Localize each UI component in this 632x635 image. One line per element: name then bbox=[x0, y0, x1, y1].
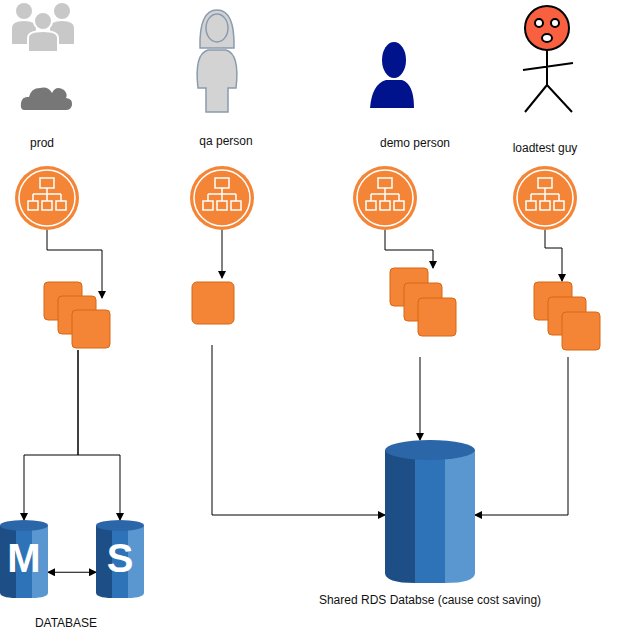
load-balancer-icon bbox=[15, 166, 79, 230]
user-column: qa person bbox=[172, 0, 272, 345]
load-balancer-icon bbox=[190, 166, 254, 230]
user-label: loadtest guy bbox=[511, 141, 580, 156]
load-balancer-icon bbox=[353, 166, 417, 230]
user-label: demo person bbox=[378, 136, 452, 151]
user-column: loadtest guy bbox=[495, 0, 621, 357]
user-label: prod bbox=[28, 136, 56, 151]
female-user-icon bbox=[197, 10, 237, 112]
connector-arrow bbox=[48, 572, 96, 573]
group-label: DATABASE bbox=[35, 616, 97, 631]
lb-arrow bbox=[47, 230, 562, 298]
instance-single bbox=[192, 282, 234, 324]
database-node: M bbox=[0, 520, 48, 598]
connector-arrow bbox=[475, 357, 568, 515]
user-column: prod bbox=[10, 0, 140, 350]
connector-arrow bbox=[24, 350, 78, 520]
user-column: demo person bbox=[350, 0, 480, 357]
database-cylinder bbox=[385, 440, 475, 583]
connector-arrow bbox=[78, 350, 120, 520]
instance-stack bbox=[44, 282, 110, 348]
instance-stack bbox=[390, 268, 456, 336]
user-icon bbox=[370, 42, 414, 108]
people-group-icon bbox=[12, 3, 74, 52]
database-node: S bbox=[96, 520, 144, 598]
stick-figure-icon bbox=[523, 6, 573, 112]
database-node: Shared RDS Databse (cause cost saving) bbox=[385, 440, 475, 583]
connector-arrow bbox=[420, 357, 421, 440]
cloud-icon bbox=[21, 88, 72, 110]
db-caption: Shared RDS Databse (cause cost saving) bbox=[319, 593, 541, 608]
db-letter: M bbox=[0, 536, 48, 580]
instance-stack bbox=[534, 282, 600, 350]
user-label: qa person bbox=[197, 134, 254, 149]
db-letter: S bbox=[96, 536, 144, 580]
load-balancer-icon bbox=[513, 166, 577, 230]
connector-arrow bbox=[212, 345, 385, 515]
